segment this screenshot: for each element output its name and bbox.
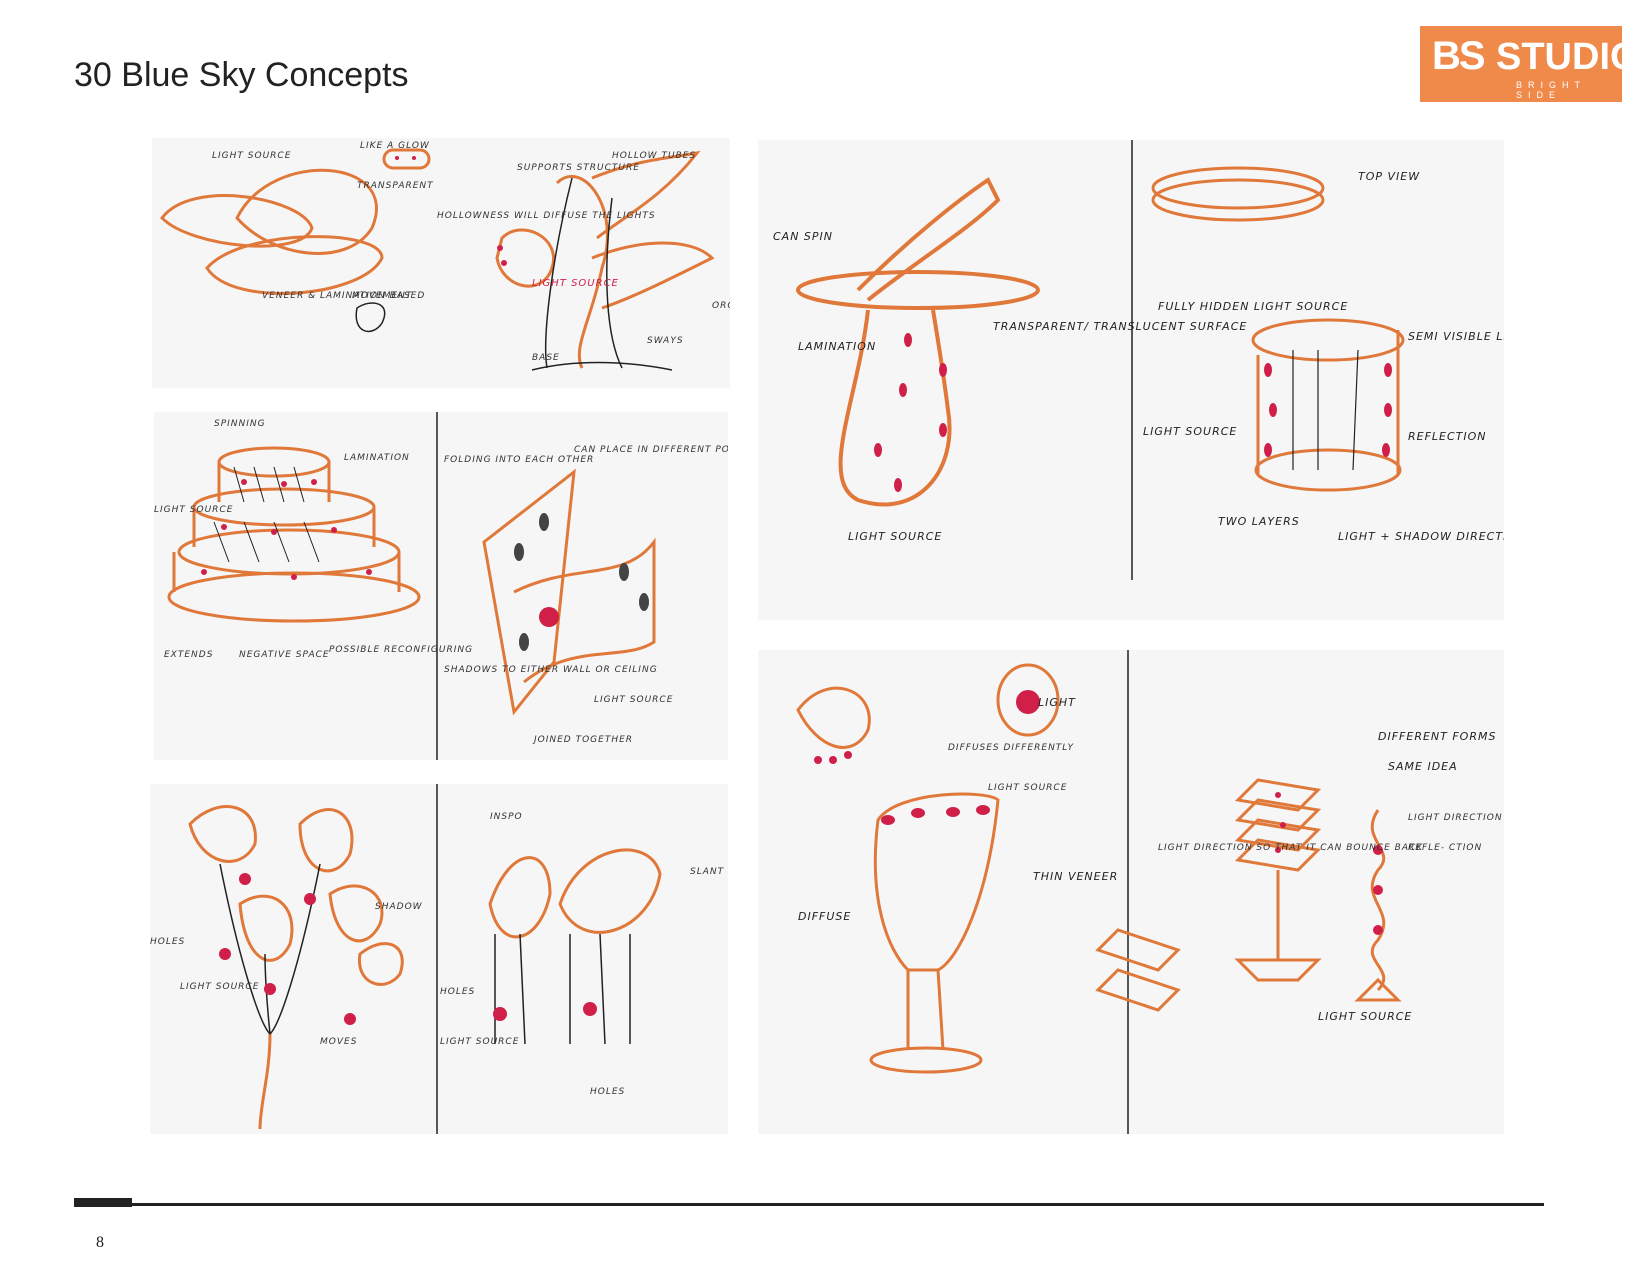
label-light-source-s9: LIGHT SOURCE — [988, 783, 1067, 793]
sketch-panel-top-right: CAN SPIN LAMINATION TRANSPARENT/ TRANSLU… — [758, 140, 1504, 620]
label-light-source-s3: LIGHT SOURCE — [154, 505, 233, 515]
label-holes-s5: HOLES — [150, 937, 185, 947]
label-light-s9: LIGHT — [1038, 696, 1076, 709]
label-org-str: ORG STR — [712, 301, 730, 311]
label-moves: MOVES — [320, 1037, 357, 1047]
logo-name: STUDIO — [1496, 36, 1640, 78]
label-transparent: TRANSPARENT — [357, 181, 434, 191]
sketch-leaf-forms: LIGHT SOURCE LIKE A GLOW TRANSPARENT VEN… — [160, 141, 730, 371]
label-possible-reconfiguring: POSSIBLE RECONFIGURING — [329, 645, 473, 655]
label-lamination: LAMINATION — [344, 453, 410, 463]
label-top-view: TOP VIEW — [1358, 170, 1420, 183]
sketch-flower-lamps: SHADOW HOLES LIGHT SOURCE MOVES INSPO SL… — [150, 784, 725, 1134]
label-different-forms: DIFFERENT FORMS — [1378, 730, 1496, 743]
label-extends: EXTENDS — [164, 650, 213, 660]
label-reflection-s10: REFLE- CTION — [1408, 843, 1482, 853]
label-light-direction-bounce: LIGHT DIRECTION SO THAT IT CAN BOUNCE BA… — [1158, 843, 1423, 853]
label-two-layers: TWO LAYERS — [1218, 515, 1300, 528]
label-same-idea: SAME IDEA — [1388, 760, 1458, 773]
label-hollowness: HOLLOWNESS WILL DIFFUSE THE LIGHTS — [437, 211, 656, 221]
label-light-source-s7: LIGHT SOURCE — [848, 530, 942, 543]
label-can-spin: CAN SPIN — [773, 230, 833, 243]
label-light-shadow-direction: LIGHT + SHADOW DIRECTION — [1338, 530, 1504, 543]
sketch-panel-middle-left: SPINNING LAMINATION LIGHT SOURCE EXTENDS… — [154, 412, 728, 760]
label-light-source-s10: LIGHT SOURCE — [1318, 1010, 1412, 1023]
label-light-source-s8: LIGHT SOURCE — [1143, 425, 1237, 438]
sketch-goblet-and-forms: LIGHT DIFFUSES DIFFERENTLY LIGHT SOURCE … — [796, 650, 1503, 1134]
label-lamination-s7: LAMINATION — [798, 340, 876, 353]
label-negative-space: NEGATIVE SPACE — [239, 650, 330, 660]
label-inspo: INSPO — [490, 812, 523, 822]
sketch-spinning-loop: CAN SPIN LAMINATION TRANSPARENT/ TRANSLU… — [773, 140, 1504, 580]
label-slant: SLANT — [690, 867, 725, 877]
sketch-panel-bottom-left: SHADOW HOLES LIGHT SOURCE MOVES INSPO SL… — [150, 784, 728, 1134]
label-thin-veneer: THIN VENEER — [1033, 870, 1118, 883]
footer-rule — [74, 1203, 1544, 1206]
label-light-direction: LIGHT DIRECTION — [1408, 813, 1503, 823]
label-spinning: SPINNING — [214, 419, 266, 429]
label-hollow-tubes: HOLLOW TUBES — [612, 151, 696, 161]
label-light-source-s4: LIGHT SOURCE — [594, 695, 673, 705]
label-reflection: REFLECTION — [1408, 430, 1487, 443]
page-title: 30 Blue Sky Concepts — [74, 56, 409, 94]
label-joined-together: JOINED TOGETHER — [532, 735, 633, 745]
label-transparent-surface: TRANSPARENT/ TRANSLUCENT SURFACE — [993, 320, 1247, 333]
label-sways: SWAYS — [647, 336, 684, 346]
logo-tagline: BRIGHT SIDE — [1516, 80, 1586, 100]
sketch-layered-cylinders: SPINNING LAMINATION LIGHT SOURCE EXTENDS… — [154, 412, 728, 760]
label-diffuse: DIFFUSE — [798, 910, 851, 923]
label-folding: FOLDING INTO EACH OTHER — [444, 455, 594, 465]
label-diffuses-differently: DIFFUSES DIFFERENTLY — [948, 743, 1074, 753]
label-holes-s6-b: HOLES — [590, 1087, 625, 1097]
label-supports-structure: SUPPORTS STRUCTURE — [517, 163, 640, 173]
label-light-source-s5: LIGHT SOURCE — [180, 982, 259, 992]
sketch-panel-bottom-right: LIGHT DIFFUSES DIFFERENTLY LIGHT SOURCE … — [758, 650, 1504, 1134]
sketch-panel-top-left: LIGHT SOURCE LIKE A GLOW TRANSPARENT VEN… — [152, 138, 730, 388]
label-movement: MOVEMENT — [352, 291, 413, 301]
label-light-source-s6: LIGHT SOURCE — [440, 1037, 519, 1047]
label-semi-visible: SEMI VISIBLE LIGHT SOURCE — [1408, 330, 1504, 343]
studio-logo: BS STUDIO BRIGHT SIDE — [1420, 26, 1640, 102]
label-can-place: CAN PLACE IN DIFFERENT POSITIONS — [574, 445, 728, 455]
label-like-a-glow: LIKE A GLOW — [360, 141, 430, 151]
label-fully-hidden: FULLY HIDDEN LIGHT SOURCE — [1158, 300, 1348, 313]
label-veneer-lamination: VENEER & LAMINATION BASED — [262, 291, 425, 301]
label-shadow: SHADOW — [375, 902, 423, 912]
label-base: BASE — [532, 353, 560, 363]
footer-accent — [74, 1198, 132, 1207]
label-light-source: LIGHT SOURCE — [212, 151, 291, 161]
label-light-source-red: LIGHT SOURCE — [532, 278, 619, 289]
page-number: 8 — [96, 1234, 104, 1251]
label-shadows: SHADOWS TO EITHER WALL OR CEILING — [444, 665, 658, 675]
logo-mark: BS — [1432, 34, 1486, 78]
label-holes-s6-a: HOLES — [440, 987, 475, 997]
